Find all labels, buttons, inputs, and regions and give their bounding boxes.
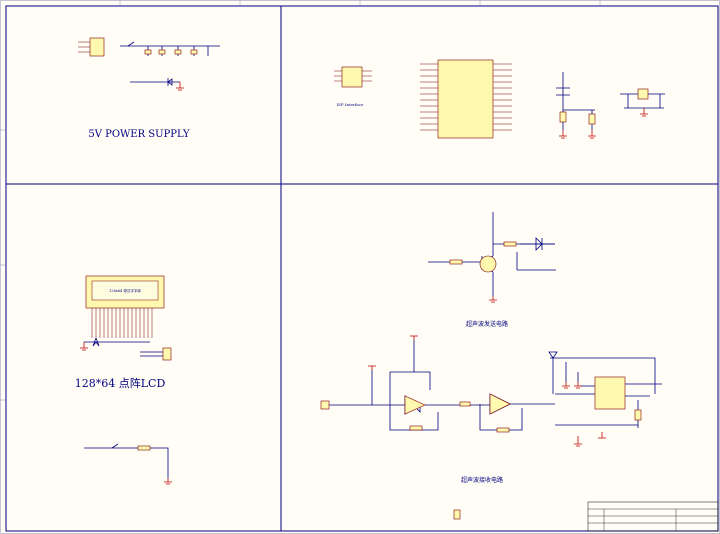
inner-border [5,5,719,532]
reset-circuit [556,72,596,139]
title-block [587,501,719,532]
ultrasonic-tx-circuit [428,212,556,303]
ultrasonic-rx-circuit [320,335,662,447]
lcd-title: 128*64 点阵LCD [75,376,166,390]
mcu-chip [420,59,512,139]
ultrasonic-receiver [320,400,330,410]
test-point [453,509,461,520]
isp-interface-label: ISP Interface [337,102,364,107]
power-connector [89,37,105,57]
lcd-pins [91,308,153,338]
power-supply-title: 5V POWER SUPPLY [88,129,190,140]
ultrasonic-tx-title: 超声波发送电路 [466,320,508,328]
crystal-oscillator [620,88,665,117]
lcd-connector [162,347,172,361]
buzzer-circuit [84,443,172,485]
lcd-module-label: 128x64 带汉字字库 [109,288,141,293]
lcd-module [85,275,165,309]
receiver-ic [594,376,626,410]
zone-ticks [0,0,601,401]
isp-connector [334,66,372,88]
power-supply-block [78,37,220,91]
ultrasonic-rx-title: 超声波接收电路 [461,476,503,484]
